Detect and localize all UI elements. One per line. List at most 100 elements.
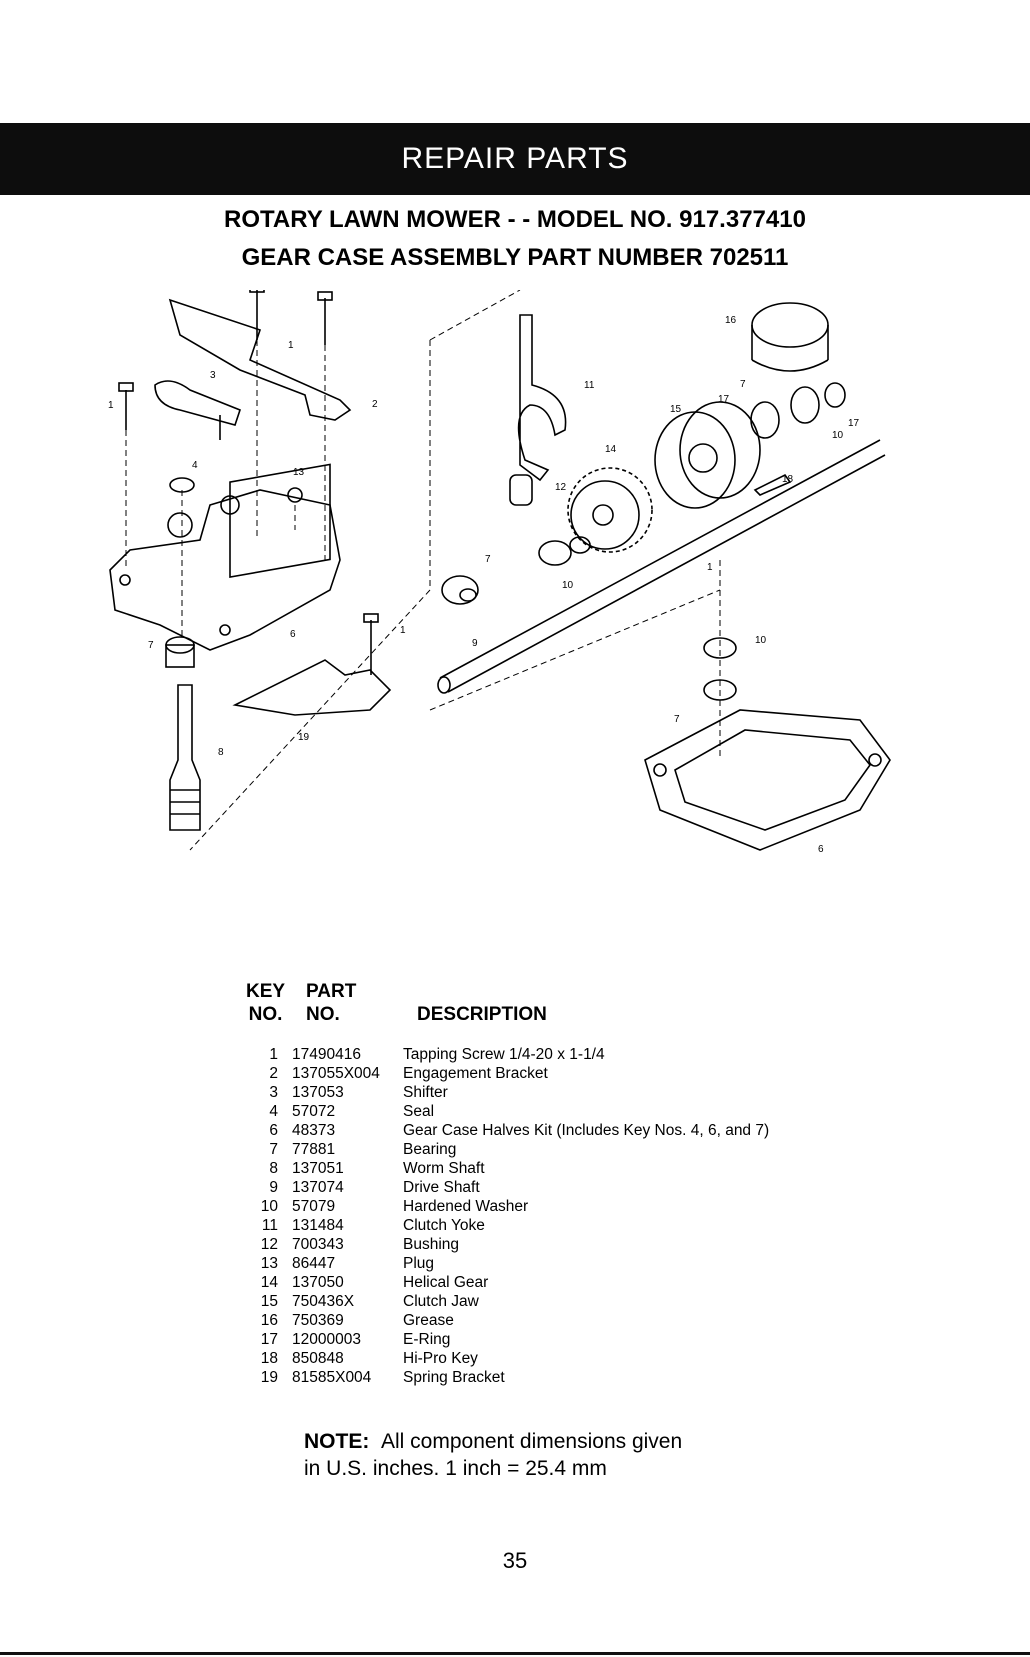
part-description: Seal bbox=[403, 1103, 435, 1120]
gear-case-lower-part bbox=[644, 709, 891, 851]
callout-10: 10 bbox=[562, 580, 574, 591]
part-no: 137053 bbox=[292, 1084, 344, 1101]
table-row: 15 750436X Clutch Jaw bbox=[246, 1292, 769, 1311]
page-number: 35 bbox=[502, 1548, 528, 1573]
helical-gear-part bbox=[567, 467, 653, 553]
callout-13: 13 bbox=[293, 467, 305, 478]
key-no: 14 bbox=[260, 1274, 278, 1291]
callout-6: 6 bbox=[290, 629, 296, 640]
callout-9: 9 bbox=[472, 638, 478, 649]
clutch-yoke-part bbox=[517, 314, 567, 482]
key-no: 2 bbox=[269, 1065, 278, 1082]
bottom-rule bbox=[0, 1652, 1030, 1655]
description-header: DESCRIPTION bbox=[417, 1004, 547, 1025]
callout-15: 15 bbox=[670, 404, 682, 415]
callout-1: 1 bbox=[400, 625, 406, 636]
key-no: 12 bbox=[260, 1236, 278, 1253]
table-row: 8 137051 Worm Shaft bbox=[246, 1159, 769, 1178]
gear-case-upper-part bbox=[109, 489, 341, 651]
table-row: 19 81585X004 Spring Bracket bbox=[246, 1368, 769, 1387]
key-header-line2: NO. bbox=[248, 1004, 283, 1025]
part-no-header: PART NO. bbox=[306, 980, 356, 1026]
part-description: Clutch Jaw bbox=[403, 1293, 479, 1310]
key-no: 1 bbox=[269, 1046, 278, 1063]
key-no: 7 bbox=[269, 1141, 278, 1158]
part-description: Hardened Washer bbox=[403, 1198, 529, 1215]
shifter-part bbox=[154, 380, 241, 426]
worm-shaft-part bbox=[169, 684, 201, 831]
key-no: 4 bbox=[269, 1103, 278, 1120]
drive-shaft-part bbox=[437, 439, 886, 694]
part-no: 700343 bbox=[292, 1236, 344, 1253]
note-label: NOTE: bbox=[304, 1430, 370, 1453]
part-no: 750436X bbox=[292, 1293, 355, 1310]
tapping-screw-part bbox=[118, 290, 379, 675]
part-no: 137055X004 bbox=[292, 1065, 380, 1082]
callout-3: 3 bbox=[210, 370, 216, 381]
table-row: 4 57072 Seal bbox=[246, 1102, 769, 1121]
section-banner: REPAIR PARTS bbox=[0, 123, 1030, 195]
part-description: Clutch Yoke bbox=[403, 1217, 485, 1234]
dimensions-note: NOTE: All component dimensions given in … bbox=[304, 1428, 682, 1482]
key-no: 19 bbox=[260, 1369, 278, 1386]
engagement-bracket-part bbox=[168, 298, 352, 421]
part-no: 48373 bbox=[292, 1122, 336, 1139]
key-no: 15 bbox=[260, 1293, 278, 1310]
part-no: 137074 bbox=[292, 1179, 344, 1196]
callout-4: 4 bbox=[192, 460, 198, 471]
part-description: Plug bbox=[403, 1255, 435, 1272]
part-no: 750369 bbox=[292, 1312, 344, 1329]
callout-1: 1 bbox=[288, 340, 294, 351]
bushing-part bbox=[509, 474, 533, 506]
plug-part bbox=[287, 487, 303, 503]
part-description: Bushing bbox=[403, 1236, 460, 1253]
part-description: Spring Bracket bbox=[403, 1369, 505, 1386]
part-no: 57072 bbox=[292, 1103, 336, 1120]
hi-pro-key-part bbox=[753, 473, 792, 496]
callout-11: 11 bbox=[584, 380, 595, 391]
part-description: Gear Case Halves Kit (Includes Key Nos. … bbox=[403, 1122, 770, 1139]
key-no-header: KEY NO. bbox=[246, 980, 285, 1026]
part-description: E-Ring bbox=[403, 1331, 451, 1348]
part-description: Hi-Pro Key bbox=[403, 1350, 478, 1367]
part-no: 81585X004 bbox=[292, 1369, 372, 1386]
callout-17: 17 bbox=[848, 418, 860, 429]
callout-19: 19 bbox=[298, 732, 310, 743]
clutch-jaw-part bbox=[654, 401, 761, 509]
callout-8: 8 bbox=[218, 747, 224, 758]
part-description: Worm Shaft bbox=[403, 1160, 485, 1177]
callout-2: 2 bbox=[372, 399, 378, 410]
note-text-line2: in U.S. inches. 1 inch = 25.4 mm bbox=[304, 1457, 607, 1480]
callout-7: 7 bbox=[674, 714, 680, 725]
grease-part bbox=[751, 302, 829, 372]
callout-1: 1 bbox=[707, 562, 713, 573]
callout-1: 1 bbox=[108, 400, 114, 411]
part-no: 137050 bbox=[292, 1274, 344, 1291]
callout-7: 7 bbox=[485, 554, 491, 565]
callout-18: 18 bbox=[782, 474, 794, 485]
seal-part bbox=[169, 477, 195, 493]
key-no: 8 bbox=[269, 1160, 278, 1177]
assembly-title: GEAR CASE ASSEMBLY PART NUMBER 702511 bbox=[241, 244, 789, 271]
key-no: 3 bbox=[269, 1084, 278, 1101]
part-description: Helical Gear bbox=[403, 1274, 489, 1291]
part-no: 77881 bbox=[292, 1141, 336, 1158]
part-no: 12000003 bbox=[292, 1331, 361, 1348]
part-description: Grease bbox=[403, 1312, 454, 1329]
callout-10: 10 bbox=[832, 430, 844, 441]
callout-14: 14 bbox=[605, 444, 617, 455]
key-no: 9 bbox=[269, 1179, 278, 1196]
part-no: 137051 bbox=[292, 1160, 344, 1177]
key-no: 10 bbox=[260, 1198, 278, 1215]
note-text-line1: All component dimensions given bbox=[381, 1430, 683, 1453]
part-no: 57079 bbox=[292, 1198, 336, 1215]
